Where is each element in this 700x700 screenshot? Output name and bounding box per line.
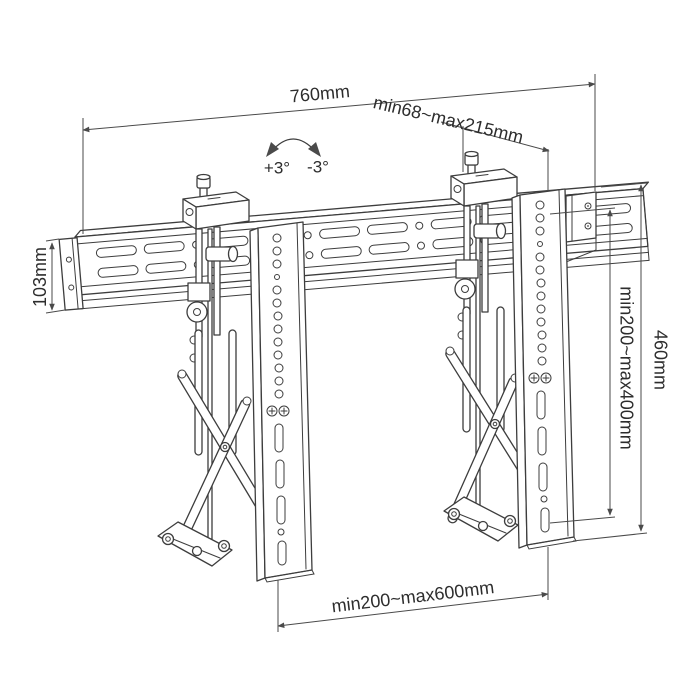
right-tv-bracket [511, 188, 577, 550]
right-bracket-holes [535, 200, 547, 366]
dim-vesa-vertical-label: min200~max400mm [616, 286, 636, 450]
right-adjust-knob [473, 222, 507, 240]
right-strap-2 [481, 203, 489, 313]
left-tv-bracket [249, 221, 315, 583]
left-hook-block [182, 191, 250, 230]
left-adjust-knob [205, 245, 239, 263]
dim-total-height-label: 460mm [650, 330, 670, 390]
dimension-annotations [45, 74, 648, 632]
dim-depth-range-label: min68~max215mm [371, 92, 525, 147]
left-bracket-holes [272, 233, 284, 399]
left-bracket-screw-pair [266, 405, 290, 417]
right-bracket-slots [536, 390, 550, 533]
right-clamp-plate [455, 259, 479, 279]
right-hook-screw [464, 150, 479, 180]
right-foot-bracket [443, 496, 519, 542]
left-bracket-slots [274, 423, 287, 566]
tilt-positive-label: +3° [264, 158, 290, 177]
rail-end-plate [565, 191, 597, 263]
right-hook-block [450, 168, 518, 207]
right-bracket-screw-pair [528, 372, 552, 384]
left-hook-screw [196, 173, 211, 203]
dim-rail-width-label: 760mm [289, 81, 351, 106]
tilt-arrow-icon [266, 138, 321, 157]
left-clamp-plate [187, 282, 211, 302]
dim-rail-height-label: 103mm [30, 247, 50, 307]
left-foot-bracket [157, 521, 233, 567]
rail-left-flange [58, 237, 84, 311]
tilt-negative-label: -3° [307, 157, 329, 176]
left-strap-2 [213, 226, 221, 336]
